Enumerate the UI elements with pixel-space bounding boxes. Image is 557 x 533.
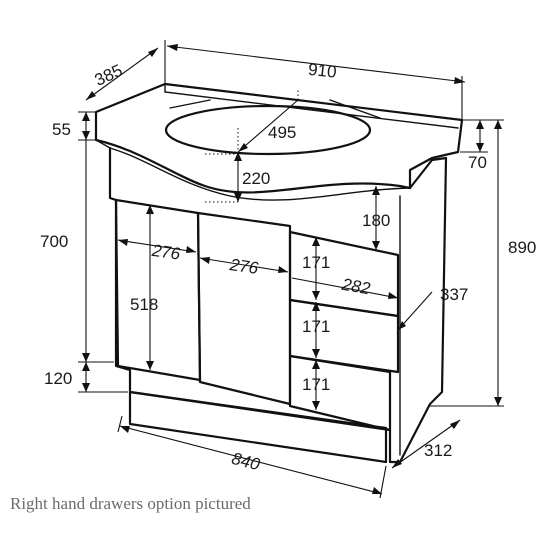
dim-basin-depth: 220 xyxy=(242,169,270,188)
vanity-top-rear-edge xyxy=(164,83,459,129)
vanity-outline xyxy=(94,82,464,464)
dim-top-thickness-right: 70 xyxy=(468,153,487,172)
dim-drawer-width: 282 xyxy=(339,275,372,299)
dim-overall-height: 890 xyxy=(508,238,536,257)
dim-basin-width: 495 xyxy=(268,123,296,142)
dim-plinth-height: 120 xyxy=(44,369,72,388)
dim-cabinet-height: 700 xyxy=(40,232,68,251)
basin xyxy=(164,104,372,156)
dim-door-height: 518 xyxy=(130,295,158,314)
dim-drawer-height-3: 171 xyxy=(302,375,330,394)
door-right xyxy=(196,211,292,406)
dim-side-depth: 337 xyxy=(440,285,468,304)
drawer-middle xyxy=(288,298,400,374)
cabinet-front xyxy=(108,146,402,464)
dimension-lines xyxy=(78,40,504,499)
cabinet-side xyxy=(398,156,448,464)
dim-overall-depth: 385 xyxy=(92,61,126,90)
dim-top-to-drawer: 180 xyxy=(362,211,390,230)
dim-overall-width: 910 xyxy=(307,60,337,82)
door-left xyxy=(114,198,202,382)
dim-drawer-height-2: 171 xyxy=(302,317,330,336)
cabinet-base xyxy=(128,390,388,464)
basin-rim xyxy=(169,99,381,119)
dim-door-width-right: 276 xyxy=(228,255,260,278)
dim-door-width-left: 276 xyxy=(150,241,182,264)
dim-drawer-height-1: 171 xyxy=(302,253,330,272)
dim-top-thickness-left: 55 xyxy=(52,120,71,139)
vanity-top xyxy=(94,82,464,194)
caption: Right hand drawers option pictured xyxy=(10,494,251,513)
dim-base-width: 840 xyxy=(230,449,263,474)
drawer-bottom xyxy=(288,354,392,432)
dim-base-depth: 312 xyxy=(424,441,452,460)
vanity-top-front-edge xyxy=(95,139,411,201)
